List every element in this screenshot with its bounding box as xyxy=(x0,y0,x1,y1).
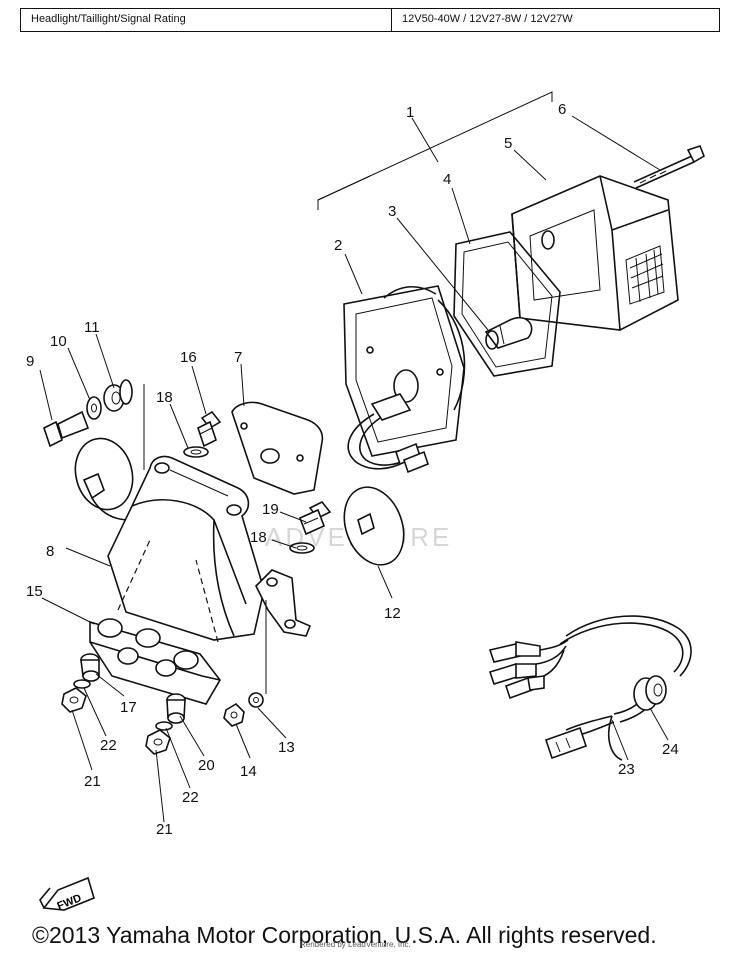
callout-20: 20 xyxy=(198,757,215,774)
part-13-washer xyxy=(248,692,264,708)
part-10-washer xyxy=(86,396,102,420)
part-12-reflector xyxy=(343,486,405,566)
callout-19: 19 xyxy=(262,501,279,518)
part-6-screw xyxy=(633,145,705,189)
callout-3: 3 xyxy=(388,203,396,220)
part-21-nut-right xyxy=(145,729,171,755)
callout-21-right: 21 xyxy=(156,821,173,838)
assembly-bracket-1 xyxy=(317,91,553,210)
spec-table: Headlight/Taillight/Signal Rating 12V50-… xyxy=(20,8,720,32)
callout-24: 24 xyxy=(662,741,679,758)
lens-reflector-grid xyxy=(625,245,665,305)
dashed-guide-a xyxy=(117,539,151,611)
copyright-notice: ©2013 Yamaha Motor Corporation, U.S.A. A… xyxy=(32,922,657,948)
callout-numbers: 1 2 3 4 5 6 7 8 9 10 11 12 13 14 15 16 1… xyxy=(26,101,679,838)
callout-12: 12 xyxy=(384,605,401,622)
callout-9: 9 xyxy=(26,353,34,370)
callout-17: 17 xyxy=(120,699,137,716)
spec-value: 12V50-40W / 12V27-8W / 12V27W xyxy=(402,13,573,25)
part-22-washer-right xyxy=(155,721,173,731)
part-21-nut-left xyxy=(61,687,87,713)
part-3-bulb xyxy=(484,316,533,350)
callout-13: 13 xyxy=(278,739,295,756)
callout-23: 23 xyxy=(618,761,635,778)
leader-lines xyxy=(39,115,669,823)
callout-1: 1 xyxy=(406,104,414,121)
part-24-grommet xyxy=(633,675,667,711)
callout-18-lower: 18 xyxy=(250,529,267,546)
spec-label: Headlight/Taillight/Signal Rating xyxy=(21,9,392,31)
part-23-harness xyxy=(488,615,692,761)
part-18-washer-lower xyxy=(289,542,315,554)
part-20-spacer xyxy=(166,693,186,724)
left-reflector xyxy=(74,437,134,521)
callout-21-left: 21 xyxy=(84,773,101,790)
callout-18-upper: 18 xyxy=(156,389,173,406)
part-7-cover-plate xyxy=(231,401,324,495)
callout-7: 7 xyxy=(234,349,242,366)
part-17-spacer xyxy=(80,653,100,682)
part-18-washer-upper xyxy=(183,446,209,458)
part-19-bolt xyxy=(298,500,332,536)
part-5-lens xyxy=(511,175,679,331)
callout-16: 16 xyxy=(180,349,197,366)
callout-5: 5 xyxy=(504,135,512,152)
part-9-bolt xyxy=(43,410,90,448)
part-14-nut xyxy=(223,702,245,727)
part-16-bolt xyxy=(197,410,222,448)
callout-11: 11 xyxy=(84,319,100,336)
part-11-spacer xyxy=(103,379,133,412)
dashed-guide-b xyxy=(195,559,219,643)
callout-15: 15 xyxy=(26,583,43,600)
callout-6: 6 xyxy=(558,101,566,118)
callout-2: 2 xyxy=(334,237,342,254)
rendered-by-note: Rendered by LeadVenture, Inc. xyxy=(300,940,411,949)
part-8-bracket xyxy=(107,455,312,641)
callout-4: 4 xyxy=(443,171,451,188)
part-4-gasket xyxy=(453,231,561,377)
callout-8: 8 xyxy=(46,543,54,560)
fwd-arrow-icon: FWD xyxy=(39,876,95,913)
callout-22-right: 22 xyxy=(182,789,199,806)
callout-22-left: 22 xyxy=(100,737,117,754)
part-15-license-light xyxy=(89,618,221,705)
callout-10: 10 xyxy=(50,333,67,350)
callout-14: 14 xyxy=(240,763,257,780)
part-2-base xyxy=(343,285,466,474)
part-22-washer-left xyxy=(73,679,91,689)
